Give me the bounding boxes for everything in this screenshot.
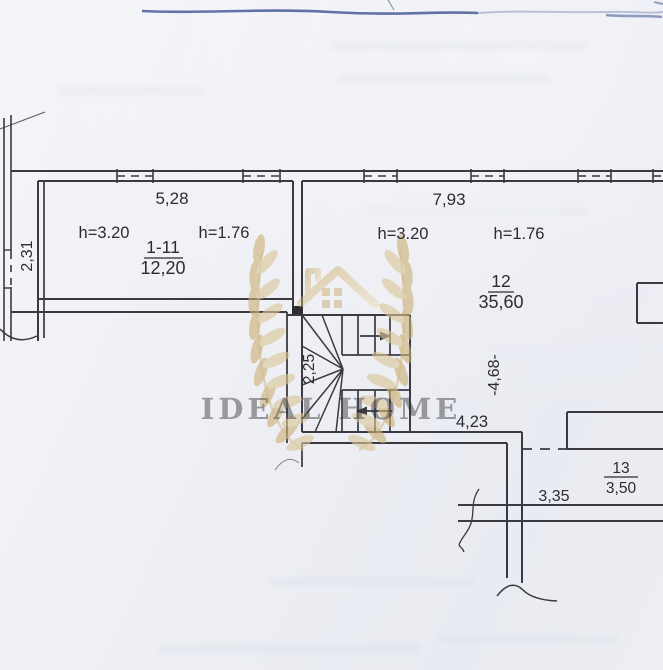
room-13-number: 13	[612, 460, 629, 477]
left-room-area: 12,20	[140, 258, 185, 278]
dim-room-13-width: 3,35	[538, 488, 569, 505]
dim-right-room-depth: -4,68-	[486, 354, 503, 396]
window-jambs	[116, 169, 654, 183]
dim-hall-length: 4,23	[456, 413, 488, 431]
right-room-number: 12	[491, 271, 510, 291]
wall-end-cap	[292, 306, 303, 314]
faint-break-curve	[274, 458, 300, 471]
hall-walls	[274, 432, 558, 602]
dim-right-room-width: 7,93	[432, 190, 465, 209]
right-room-area: 35,60	[478, 292, 523, 312]
wall-break-s-curve	[458, 488, 480, 553]
right-room-ledge-height: h=1.76	[494, 225, 545, 243]
left-porch-walls	[0, 111, 46, 341]
dim-left-porch-width: 2,31	[19, 240, 36, 271]
dim-stairs-width: 2,25	[301, 354, 318, 384]
house-windows	[322, 288, 342, 308]
left-room-number: 1-11	[146, 237, 180, 257]
laurel-wreath-icon	[248, 234, 414, 452]
room-13-area: 3,50	[606, 480, 637, 497]
room-13-walls	[458, 411, 663, 553]
house-icon	[297, 266, 379, 334]
break-curve	[0, 328, 38, 341]
left-room-ceiling-height: h=3.20	[79, 224, 130, 242]
watermark: IDEAL HOME	[201, 234, 462, 452]
right-room-ceiling-height: h=3.20	[378, 225, 429, 243]
wall-linework	[0, 111, 663, 602]
pen-scribble-redaction	[141, 0, 663, 19]
plan-labels: 5,28 h=3.20 h=1.76 1-11 12,20 2,31 7,93 …	[19, 189, 638, 505]
dim-left-room-width: 5,28	[155, 189, 188, 208]
wall-break-squiggle	[496, 584, 558, 602]
top-facade-wall	[11, 169, 663, 183]
left-room-ledge-height: h=1.76	[199, 224, 250, 242]
watermark-brand-text: IDEAL HOME	[201, 392, 462, 426]
right-niche-walls	[636, 282, 663, 324]
break-line	[0, 111, 46, 130]
